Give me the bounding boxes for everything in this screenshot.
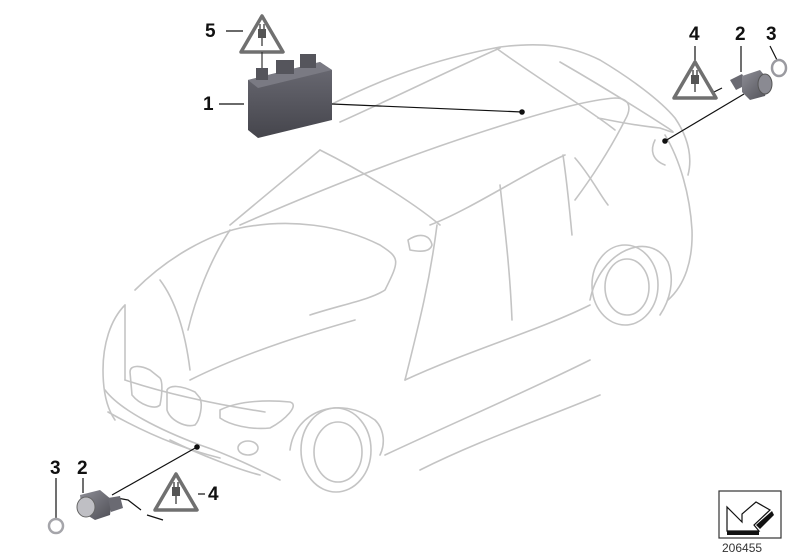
callout-3-front[interactable]: 3: [50, 458, 61, 479]
diagram-number: 206455: [722, 541, 763, 555]
car-outline: [102, 43, 693, 493]
plug-warning-icon: [672, 60, 718, 100]
front-ultrasonic-sensor[interactable]: [76, 490, 123, 520]
callout-2-rear[interactable]: 2: [735, 24, 746, 45]
callout-4-front[interactable]: 4: [208, 484, 219, 505]
diagram-nav-arrow-icon[interactable]: [718, 490, 782, 539]
plug-warning-icon: [239, 14, 285, 68]
front-sensor-ring[interactable]: [47, 517, 65, 535]
rear-sensor-ring[interactable]: [770, 58, 788, 78]
callout-1[interactable]: 1: [203, 94, 214, 115]
plug-warning-icon: [153, 472, 199, 512]
callout-4-rear[interactable]: 4: [689, 24, 700, 45]
callout-3-rear[interactable]: 3: [766, 24, 777, 45]
callout-5[interactable]: 5: [205, 21, 216, 42]
leader-lines: [55, 30, 778, 521]
callout-2-front[interactable]: 2: [77, 458, 88, 479]
rear-ultrasonic-sensor[interactable]: [730, 70, 773, 100]
control-unit-part[interactable]: [248, 54, 332, 138]
